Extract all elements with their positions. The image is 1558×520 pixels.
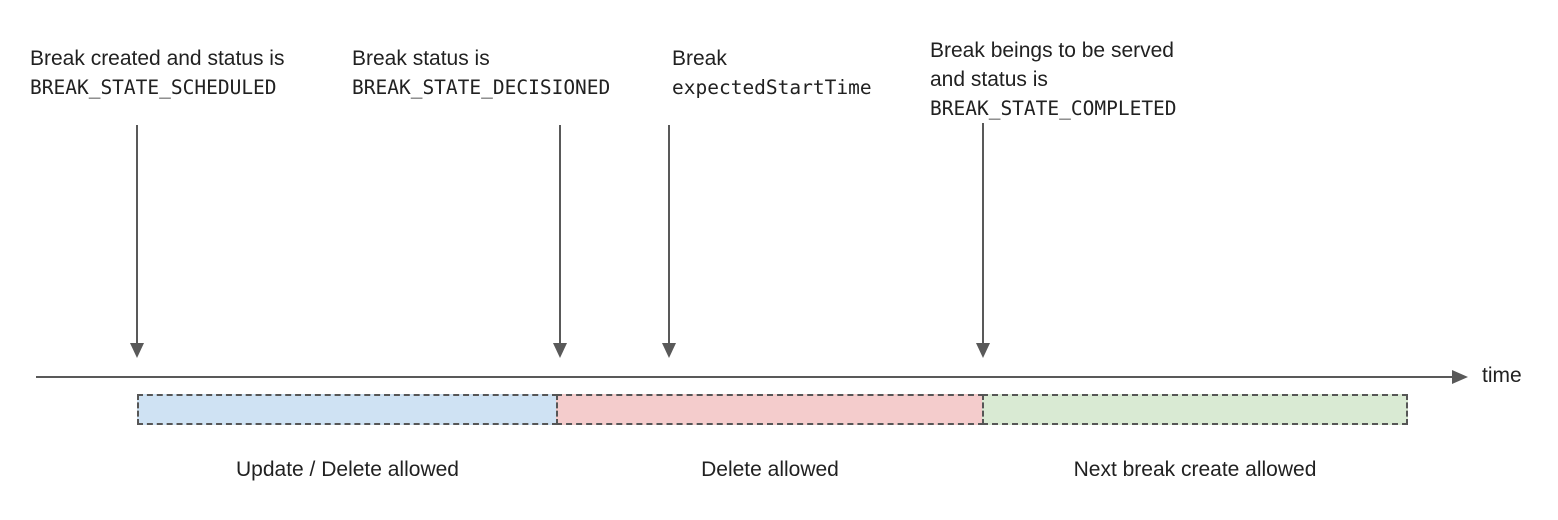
segment-update-delete-allowed xyxy=(137,394,558,425)
annotation-text: Break status is xyxy=(352,47,490,70)
segment-label-delete-allowed: Delete allowed xyxy=(701,458,839,481)
annotation-code-break-state-decisioned: BREAK_STATE_DECISIONED xyxy=(352,76,611,99)
segment-label-update-delete-allowed: Update / Delete allowed xyxy=(236,458,459,481)
down-arrow-expected-start-time xyxy=(662,125,676,358)
annotation-text: and status is xyxy=(930,68,1048,91)
annotation-text: Break beings to be served xyxy=(930,39,1174,62)
annotation-text: Break created and status is xyxy=(30,47,285,70)
down-arrow-break-decisioned xyxy=(553,125,567,358)
segment-next-break-create-allowed xyxy=(982,394,1408,425)
time-axis-label: time xyxy=(1482,364,1522,387)
down-arrow-break-completed xyxy=(976,123,990,358)
segment-delete-allowed xyxy=(556,394,984,425)
annotation-break-scheduled: Break created and status is BREAK_STATE_… xyxy=(30,44,284,102)
annotation-expected-start-time: Break expectedStartTime xyxy=(672,44,872,102)
annotation-code-break-state-scheduled: BREAK_STATE_SCHEDULED xyxy=(30,76,277,99)
annotation-break-decisioned: Break status is BREAK_STATE_DECISIONED xyxy=(352,44,610,102)
down-arrow-break-scheduled xyxy=(130,125,144,358)
annotation-text: Break xyxy=(672,47,727,70)
time-axis-arrow xyxy=(36,370,1468,384)
segment-label-next-break-create-allowed: Next break create allowed xyxy=(1073,458,1317,481)
annotation-break-completed: Break beings to be served and status is … xyxy=(930,36,1177,123)
annotation-code-break-state-completed: BREAK_STATE_COMPLETED xyxy=(930,97,1177,120)
annotation-code-expected-start-time: expectedStartTime xyxy=(672,76,872,99)
